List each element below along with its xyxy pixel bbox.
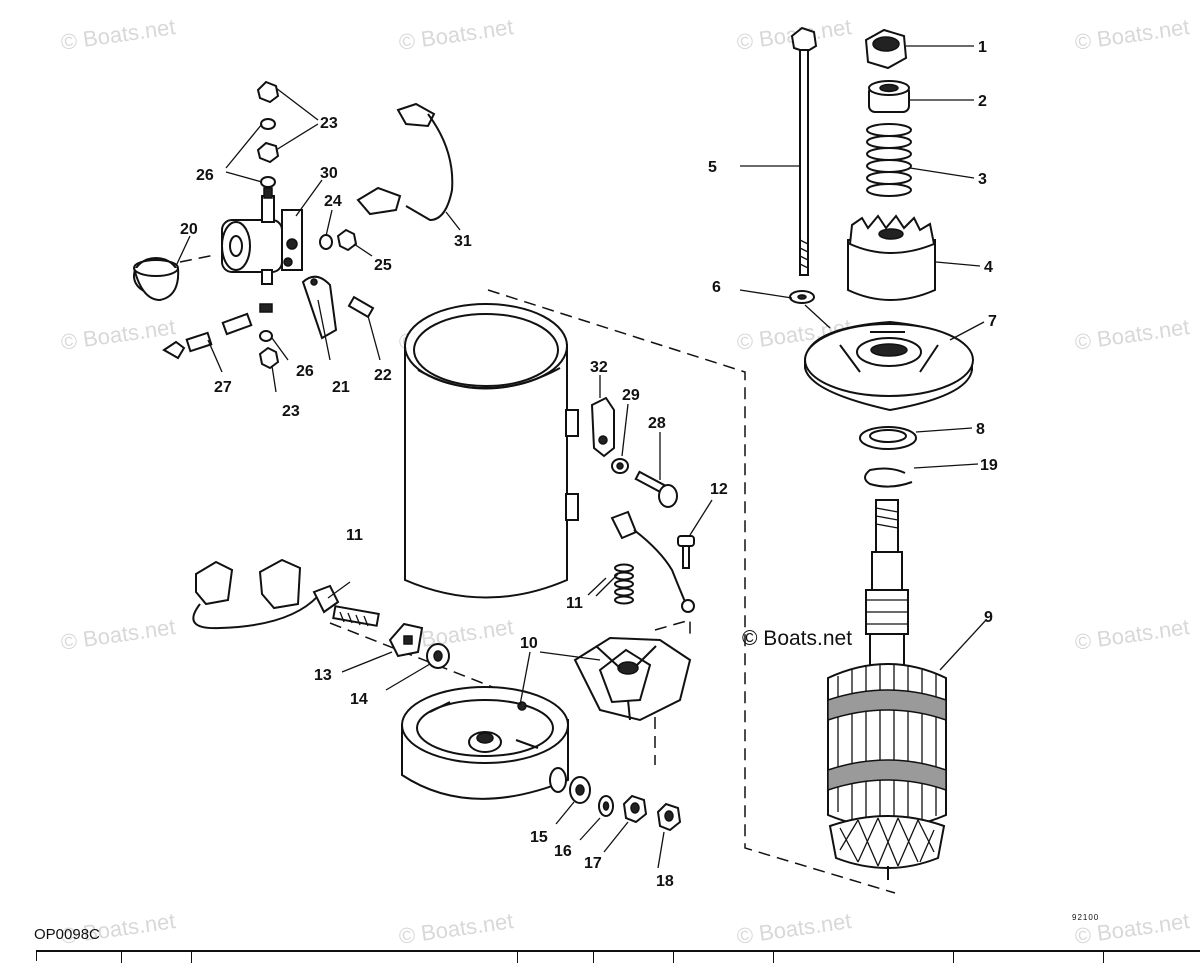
watermark: © Boats.net — [397, 908, 515, 949]
brush-lead-part — [610, 510, 695, 613]
field-brushes-part — [192, 558, 380, 630]
small-code: 92100 — [1072, 913, 1100, 922]
callout-24: 24 — [324, 193, 342, 210]
watermark: © Boats.net — [1073, 14, 1191, 55]
watermark: © Boats.net — [397, 14, 515, 55]
callout-16: 16 — [554, 843, 572, 860]
watermark: © Boats.net — [59, 14, 177, 55]
callout-21: 21 — [332, 379, 350, 396]
spacer-part — [868, 80, 910, 113]
terminal-screw-part — [634, 470, 678, 508]
end-cap-washer-part — [569, 776, 591, 804]
callout-23: 23 — [282, 403, 300, 420]
brush-holder-part — [573, 636, 692, 722]
callout-26: 26 — [296, 363, 314, 380]
callout-7: 7 — [988, 313, 997, 330]
retaining-ring-part — [864, 467, 913, 488]
watermark: © Boats.net — [59, 314, 177, 355]
callout-labels: 1 2 3 4 5 6 7 8 19 9 12 28 29 32 10 11 1… — [180, 39, 998, 890]
motor-frame-part — [404, 303, 579, 599]
callout-13: 13 — [314, 667, 332, 684]
armature-part — [827, 499, 947, 880]
watermark: © Boats.net — [1073, 614, 1191, 655]
lock-washer-part — [598, 795, 614, 817]
callout-8: 8 — [976, 421, 985, 438]
drive-gear-part — [847, 214, 936, 301]
spring-part — [866, 123, 912, 197]
brush-screw-part — [677, 535, 695, 569]
callout-4: 4 — [984, 259, 993, 276]
nut-part — [864, 28, 908, 70]
watermark: © Boats.net — [735, 908, 853, 949]
commutator-end-cap-part — [401, 686, 569, 800]
drawing-code: OP0098C — [34, 926, 100, 943]
callout-27: 27 — [214, 379, 232, 396]
callout-25: 25 — [374, 257, 392, 274]
thrust-washer-part — [859, 426, 917, 450]
callout-6: 6 — [712, 279, 721, 296]
callout-18: 18 — [656, 873, 674, 890]
callout-22: 22 — [374, 367, 392, 384]
title-block-strip — [36, 950, 1200, 963]
callout-30: 30 — [320, 165, 338, 182]
callout-15: 15 — [530, 829, 548, 846]
watermark: © Boats.net — [742, 627, 853, 650]
callout-1: 1 — [978, 39, 987, 56]
callout-12: 12 — [710, 481, 728, 498]
solenoid-hardware-part — [301, 228, 375, 340]
callout-17: 17 — [584, 855, 602, 872]
solenoid-cable-part — [356, 102, 454, 222]
callout-5: 5 — [708, 159, 717, 176]
insulator-block-part — [388, 622, 424, 658]
callout-31: 31 — [454, 233, 472, 250]
leader-lines — [175, 45, 987, 869]
callout-26: 26 — [196, 167, 214, 184]
lock-washer-part — [611, 458, 629, 474]
callout-28: 28 — [648, 415, 666, 432]
acorn-nut-part — [656, 802, 682, 832]
washer-part — [789, 290, 815, 304]
callout-29: 29 — [622, 387, 640, 404]
callout-3: 3 — [978, 171, 987, 188]
callout-14: 14 — [350, 691, 368, 708]
callout-11: 11 — [566, 595, 583, 612]
small-nuts-part — [256, 80, 280, 188]
assembly-dash-lines — [179, 254, 896, 894]
callout-19: 19 — [980, 457, 998, 474]
end-cap-plate-part — [804, 320, 974, 412]
callout-32: 32 — [590, 359, 608, 376]
watermark: © Boats.net — [59, 614, 177, 655]
solenoid-part — [221, 187, 303, 285]
through-bolt-part — [790, 26, 818, 276]
solenoid-lead-part — [162, 303, 280, 370]
callout-9: 9 — [984, 609, 993, 626]
terminal-clip-part — [590, 396, 615, 458]
callout-10: 10 — [520, 635, 538, 652]
callout-2: 2 — [978, 93, 987, 110]
callout-23: 23 — [320, 115, 338, 132]
callout-11: 11 — [346, 527, 363, 544]
insulating-washer-part — [426, 643, 450, 669]
hex-nut-part — [622, 794, 648, 824]
callout-20: 20 — [180, 221, 198, 238]
solenoid-boot-part — [133, 257, 180, 302]
watermark: © Boats.net — [1073, 314, 1191, 355]
